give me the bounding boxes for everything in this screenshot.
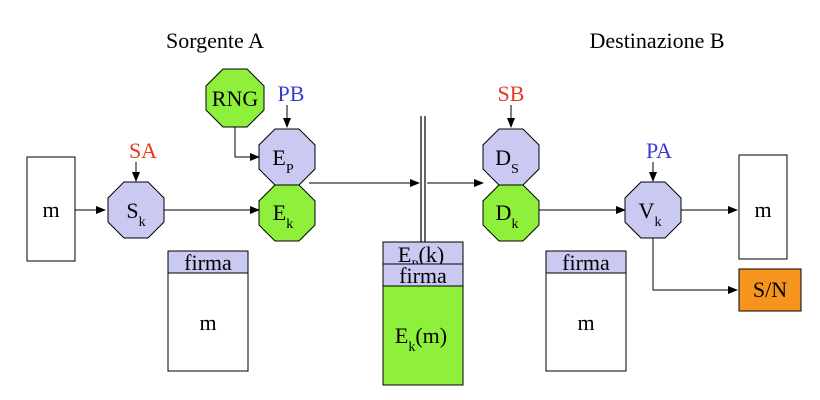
source-document-message: m <box>199 310 216 335</box>
source-message-label: m <box>42 197 59 222</box>
encrypt-key-main: E <box>273 200 286 225</box>
heading-destination: Destinazione B <box>589 28 724 53</box>
destination-message-label: m <box>754 197 771 222</box>
encrypt-public-main: E <box>272 145 285 170</box>
rng-node <box>205 68 265 128</box>
encrypt-key-node <box>258 184 316 242</box>
packet-body-sub: k <box>408 340 415 355</box>
packet-key-main: E <box>398 242 411 267</box>
encrypt-key-sub: k <box>286 217 293 232</box>
packet-signature-label: firma <box>399 263 447 288</box>
sign-node <box>107 181 165 239</box>
verify-node-label: Vk <box>639 198 662 230</box>
key-label-sb: SB <box>498 81 525 106</box>
destination-message-box <box>738 154 788 260</box>
decrypt-key-sub: k <box>511 217 518 232</box>
packet-key-rest: (k) <box>419 242 445 267</box>
sign-node-sub: k <box>139 215 146 230</box>
destination-document-message: m <box>577 310 594 335</box>
decrypt-key-main: D <box>496 200 512 225</box>
verify-node-sub: k <box>654 215 661 230</box>
destination-signature-label: firma <box>562 250 610 275</box>
decrypt-secret-main: D <box>495 145 511 170</box>
heading-source: Sorgente A <box>166 28 264 53</box>
key-label-pa: PA <box>646 138 672 163</box>
key-label-sa: SA <box>129 138 157 163</box>
packet-body-main: E <box>395 323 408 348</box>
encrypt-public-label: EP <box>272 145 293 177</box>
result-label: S/N <box>753 277 787 302</box>
encrypt-public-sub: P <box>286 162 294 177</box>
key-label-pb: PB <box>278 81 305 106</box>
decrypt-key-label: Dk <box>496 200 519 232</box>
source-message-box <box>26 156 76 262</box>
verify-node <box>624 181 682 239</box>
encrypt-key-label: Ek <box>273 200 293 232</box>
decrypt-secret-label: DS <box>495 145 519 177</box>
destination-signature-header <box>545 250 627 274</box>
rng-label: RNG <box>212 86 259 111</box>
sign-node-label: Sk <box>126 198 145 230</box>
arrow-rng-to-encp <box>234 125 260 161</box>
sign-node-main: S <box>126 198 138 223</box>
decrypt-key-node <box>482 184 540 242</box>
source-signature-header <box>167 250 249 274</box>
packet-body-rest: (m) <box>415 323 447 348</box>
decrypt-secret-sub: S <box>511 162 519 177</box>
arrow-verify-to-result <box>652 238 738 294</box>
verify-node-main: V <box>639 198 655 223</box>
packet-body <box>382 285 464 386</box>
result-box <box>738 268 802 312</box>
source-signature-label: firma <box>184 250 232 275</box>
packet-body-label: Ek(m) <box>395 323 447 355</box>
